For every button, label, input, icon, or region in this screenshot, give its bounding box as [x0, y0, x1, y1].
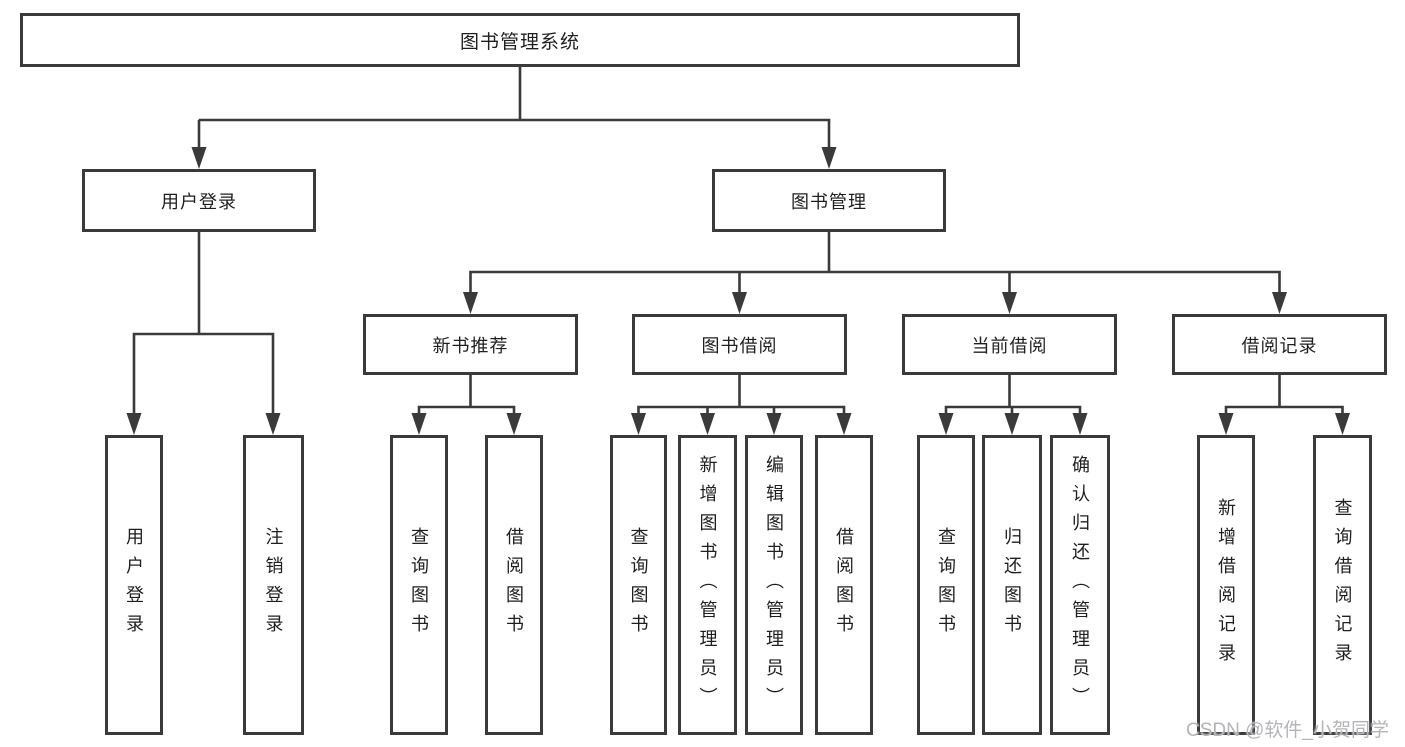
node-label: 注销登录 [263, 527, 284, 643]
node-book-management: 图书管理 [712, 169, 946, 232]
leaf-search-borrow-record: 查询借阅记录 [1313, 435, 1372, 735]
node-label: 新书推荐 [432, 335, 509, 356]
leaf-search-books-recommend: 查询图书 [390, 435, 448, 735]
leaf-return-books: 归还图书 [982, 435, 1042, 735]
node-label: 借阅图书 [834, 527, 854, 643]
node-label: 借阅记录 [1241, 335, 1318, 356]
node-label: 图书管理系统 [459, 31, 580, 53]
node-current-borrow: 当前借阅 [902, 314, 1117, 375]
csdn-watermark: CSDN @软件_小贺同学 [1186, 720, 1389, 741]
leaf-search-books-borrow: 查询图书 [610, 435, 667, 735]
node-label: 查询图书 [409, 527, 429, 643]
node-new-book-recommend: 新书推荐 [363, 314, 578, 375]
node-label: 图书借阅 [701, 335, 778, 356]
leaf-add-borrow-record: 新增借阅记录 [1197, 435, 1255, 735]
leaf-confirm-return-admin: 确认归还（管理员） [1050, 435, 1110, 735]
leaf-search-books-current: 查询图书 [917, 435, 975, 735]
node-library-management-system: 图书管理系统 [20, 13, 1020, 67]
leaf-borrow-books: 借阅图书 [815, 435, 873, 735]
node-label: 确认归还（管理员） [1070, 454, 1090, 716]
node-label: 当前借阅 [971, 335, 1048, 356]
node-label: 查询借阅记录 [1332, 498, 1353, 672]
leaf-borrow-books-recommend: 借阅图书 [485, 435, 543, 735]
node-label: 编辑图书（管理员） [764, 454, 784, 716]
node-label: 新增图书（管理员） [697, 454, 718, 716]
node-label: 新增借阅记录 [1216, 498, 1236, 672]
leaf-user-login: 用户登录 [105, 435, 163, 735]
node-label: 查询图书 [628, 527, 649, 643]
leaf-logout: 注销登录 [243, 435, 304, 735]
node-label: 用户登录 [161, 191, 237, 212]
node-label: 借阅图书 [504, 527, 524, 643]
node-borrow-records: 借阅记录 [1172, 314, 1387, 375]
leaf-add-books-admin: 新增图书（管理员） [678, 435, 737, 735]
node-user-login: 用户登录 [82, 169, 316, 232]
node-label: 图书管理 [791, 191, 867, 212]
node-book-borrow: 图书借阅 [632, 314, 847, 375]
node-label: 归还图书 [1002, 527, 1022, 643]
leaf-edit-books-admin: 编辑图书（管理员） [745, 435, 803, 735]
node-label: 查询图书 [936, 527, 956, 643]
node-label: 用户登录 [124, 527, 144, 643]
